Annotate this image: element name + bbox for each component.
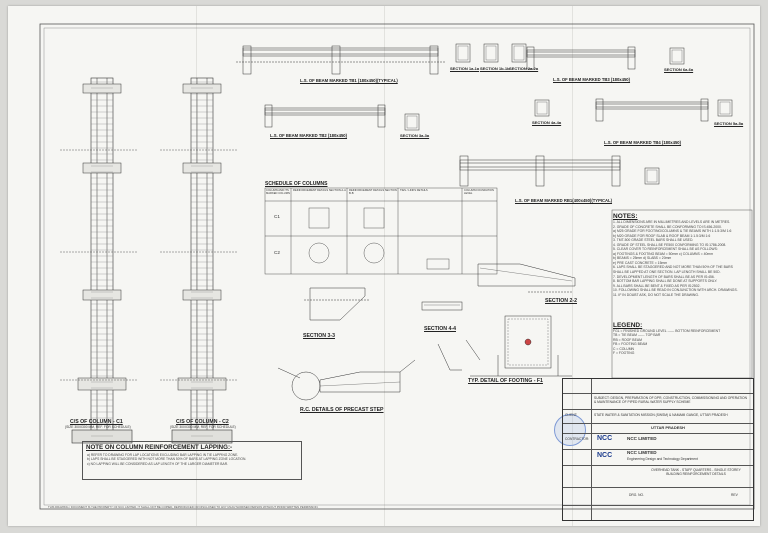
- lapping-line: c) NO LAPPING WILL BE CONSIDERED AS LAP …: [87, 461, 229, 466]
- ncc-logo: NCC: [597, 452, 613, 459]
- beam-tb1: [236, 45, 446, 75]
- beam-tb2-caption: L.S. OF BEAM MARKED TB2 (180x450): [270, 133, 348, 138]
- beam-tb3-caption: L.S. OF BEAM MARKED TB3 (180x450): [553, 77, 631, 82]
- section-2a-caption: SECTION 2a-2a: [509, 66, 539, 71]
- beam-sections: [404, 43, 733, 185]
- state-name: UTTAR PRADESH: [651, 425, 685, 430]
- client-label: CLIENT:: [565, 413, 578, 417]
- notes-title: NOTES:: [613, 213, 638, 220]
- note-line: 3. TMT-500 GRADE STEEL BARS SHALL BE USE…: [613, 238, 694, 243]
- section-4-4: [421, 301, 463, 311]
- rev-label: REV: [731, 493, 738, 497]
- legend-line: F = FOOTING: [613, 351, 635, 356]
- section-1a-caption: SECTION 1a-1a: [450, 66, 480, 71]
- section-4-4-caption: SECTION 4-4: [424, 326, 456, 332]
- beam-rb1-caption: L.S. OF BEAM MARKED RB1(400x450)(TYPICAL…: [515, 198, 613, 203]
- note-line: 5. CLEAR COVER TO REINFORCEMENT SHALL BE…: [613, 247, 718, 252]
- note-line: a) FOOTINGS & FOOTING BEAM = 50mm c) COL…: [613, 251, 714, 256]
- note-line: SHALL BE LAPPED AT ONE SECTION. LAP LENG…: [613, 270, 721, 275]
- general-notes: NOTES: 1. ALL DIMENSIONS ARE IN MILLIMET…: [613, 213, 751, 297]
- note-line: b) BEAMS = 25mm d) SLABS = 20mm: [613, 256, 672, 261]
- lapping-note: NOTE ON COLUMN REINFORCEMENT LAPPING:- a…: [82, 441, 302, 480]
- section-3-3-caption: SECTION 3-3: [303, 333, 335, 339]
- ncc-logo: NCC: [597, 435, 613, 442]
- note-line: 10. FOLLOWING SHALL BE READ IN CONJUNCTI…: [613, 288, 738, 293]
- section-2-2-caption: SECTION 2-2: [545, 298, 577, 304]
- schedule-header: COLUMN AND ITS MARKED COLUMN: [266, 189, 290, 196]
- legend: LEGEND: FGL = FINISHED GROUND LEVEL ----…: [613, 322, 751, 355]
- drawing-title: OVERHEAD TANK - STAFF QUARTERS - SINGLE …: [651, 468, 741, 476]
- beam-tb2: [264, 104, 386, 128]
- drg-no-label: DRG. NO.: [629, 493, 645, 497]
- section-2-2: [477, 263, 576, 293]
- section-3-3: [304, 287, 370, 321]
- note-line: 4. GRADE OF STEEL SHALL BE FE500 CONFORM…: [613, 242, 727, 247]
- column-c2-elevation: [160, 77, 238, 444]
- note-line: 6. LAPS SHALL BE STAGGERED AND NOT MORE …: [613, 265, 733, 270]
- legend-line: TB = TIE BEAM ------ TOP BAR: [613, 333, 661, 338]
- schedule-grid: [264, 187, 498, 275]
- footing-caption: TYP. DETAIL OF FOOTING - F1: [468, 378, 543, 384]
- beam-rb1: [459, 155, 621, 187]
- drawing-sheet: [8, 6, 760, 526]
- column-c2-caption: C/S OF COLUMN - C2: [176, 419, 229, 425]
- footing-f1: [470, 315, 572, 377]
- schedule-header: TIES / LINKS DETAILS: [400, 189, 428, 192]
- schedule-header: REINFORCEMENT DETAILS SECTION B-B: [349, 189, 397, 196]
- column-schedule: SCHEDULE OF COLUMNS COLUMN AND ITS MARKE…: [265, 181, 497, 274]
- footer-disclaimer: THIS DRAWING / DOCUMENT IS THE PROPERTY …: [48, 505, 319, 509]
- legend-line: C = COLUMN: [613, 346, 635, 351]
- schedule-row-c2: C2: [274, 250, 280, 255]
- company-seal-stamp: [554, 414, 586, 446]
- project-name: STATE WATER & SANITATION MISSION (SWSM) …: [594, 413, 728, 417]
- consultant-name: NCC LIMITED: [627, 450, 657, 455]
- beam-tb3: [526, 46, 636, 70]
- column-c1-caption: C/S OF COLUMN - C1: [70, 419, 123, 425]
- legend-title: LEGEND:: [613, 322, 643, 329]
- lapping-title: NOTE ON COLUMN REINFORCEMENT LAPPING:-: [86, 444, 233, 451]
- note-line: a) M25 GRADE FOR FOOTING/COLUMNS & TIE B…: [613, 229, 732, 234]
- note-line: 8. BOTTOM BAR LAPPING SHALL BE DONE AT S…: [613, 279, 718, 284]
- precast-step: [277, 359, 416, 401]
- column-c2-subcaption: (SIZE 300X300 MM, REF. FOR SCHEDULE): [170, 425, 236, 429]
- note-line: 1. ALL DIMENSIONS ARE IN MILLIMETRES AND…: [613, 220, 731, 224]
- legend-line: RB = ROOF BEAM: [613, 337, 642, 342]
- section-5a-caption: SECTION 5a-5a: [714, 121, 744, 126]
- section-6a-caption: SECTION 6a-6a: [664, 67, 694, 72]
- section-4a-caption: SECTION 4a-4a: [532, 120, 562, 125]
- subject-text: SUBJECT: DESIGN, PREPARATION OF DPR, CON…: [594, 396, 747, 404]
- precast-step-caption: R.C. DETAILS OF PRECAST STEP: [300, 407, 384, 413]
- beam-tb4: [595, 98, 709, 122]
- column-c1-subcaption: (SIZE 300X300 MM, REF. FOR SCHEDULE): [65, 425, 131, 429]
- section-3a-caption: SECTION 3a-3a: [400, 133, 430, 138]
- legend-line: FGL = FINISHED GROUND LEVEL ------ BOTTO…: [613, 329, 721, 333]
- section-1b-caption: SECTION 1b-1b: [480, 66, 510, 71]
- contractor-name: NCC LIMITED: [627, 436, 657, 441]
- consultant-sub: Engineering Design and Technology Depart…: [627, 457, 698, 461]
- schedule-header: COLUMN FOUNDATION LEVEL: [464, 189, 494, 196]
- schedule-row-c1: C1: [274, 214, 280, 219]
- note-line: 2. GRADE OF CONCRETE SHALL BE CONFORMING…: [613, 224, 722, 229]
- note-line: b) M20 GRADE FOR ROOF SLAB & ROOF BEAM 1…: [613, 233, 711, 238]
- legend-line: FB = FOOTING BEAM: [613, 342, 648, 347]
- schedule-title: SCHEDULE OF COLUMNS: [265, 181, 328, 187]
- detail-a: [437, 339, 481, 371]
- lapping-line: b) LAPS SHALL BE STAGGERED WITH NOT MORE…: [87, 457, 247, 462]
- column-c1-elevation: [60, 77, 138, 444]
- lapping-line: a) REFER TO DRAWING FOR LAP LOCATIONS EX…: [87, 453, 239, 457]
- note-line: 7. DEVELOPMENT LENGTH OF BARS SHALL BE A…: [613, 274, 715, 279]
- contractor-label: CONTRACTOR:: [565, 437, 590, 441]
- note-line: e) PRE CAST CONCRETE = 15mm: [613, 260, 668, 265]
- note-line: 11. IF IN DOUBT ASK, DO NOT SCALE THE DR…: [613, 292, 699, 297]
- title-block: SUBJECT: DESIGN, PREPARATION OF DPR, CON…: [562, 378, 754, 521]
- schedule-header: REINFORCEMENT DETAILS SECTION A-A: [293, 189, 346, 192]
- beam-tb1-caption: L.S. OF BEAM MARKED TB1 (180x450)(TYPICA…: [300, 78, 398, 83]
- beam-tb4-caption: L.S. OF BEAM MARKED TB4 (180x450): [604, 140, 682, 145]
- note-line: 9. ALL BARS SHALL BE BENT & FIXED AS PER…: [613, 283, 701, 288]
